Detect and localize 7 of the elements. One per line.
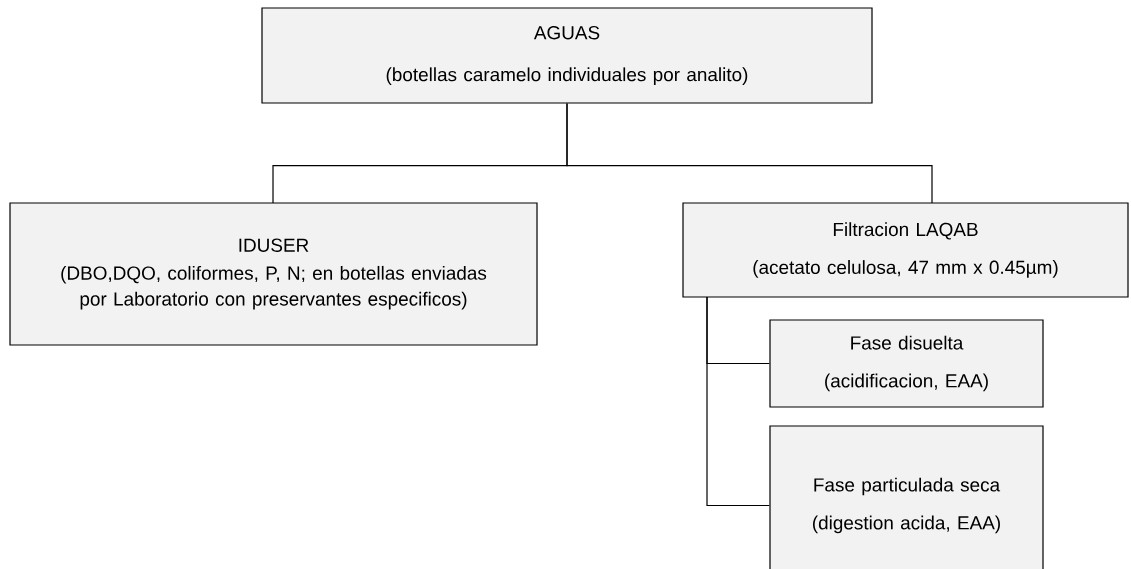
connector-line	[566, 103, 933, 204]
process-box: Filtracion LAQAB (acetato celulosa, 47 mm x 0.45µm)	[682, 202, 1129, 298]
process-box: IDUSER (DBO,DQO, coliformes, P, N; en botellas enviadas por Laboratorio con preservantes especificos)	[9, 202, 538, 346]
process-box: AGUAS (botellas caramelo individuales por analito)	[261, 7, 873, 104]
process-box: Fase disuelta (acidificacion, EAA)	[769, 319, 1044, 408]
connector-line	[706, 296, 770, 507]
process-box: Fase particulada seca (digestion acida, EAA)	[769, 425, 1044, 569]
